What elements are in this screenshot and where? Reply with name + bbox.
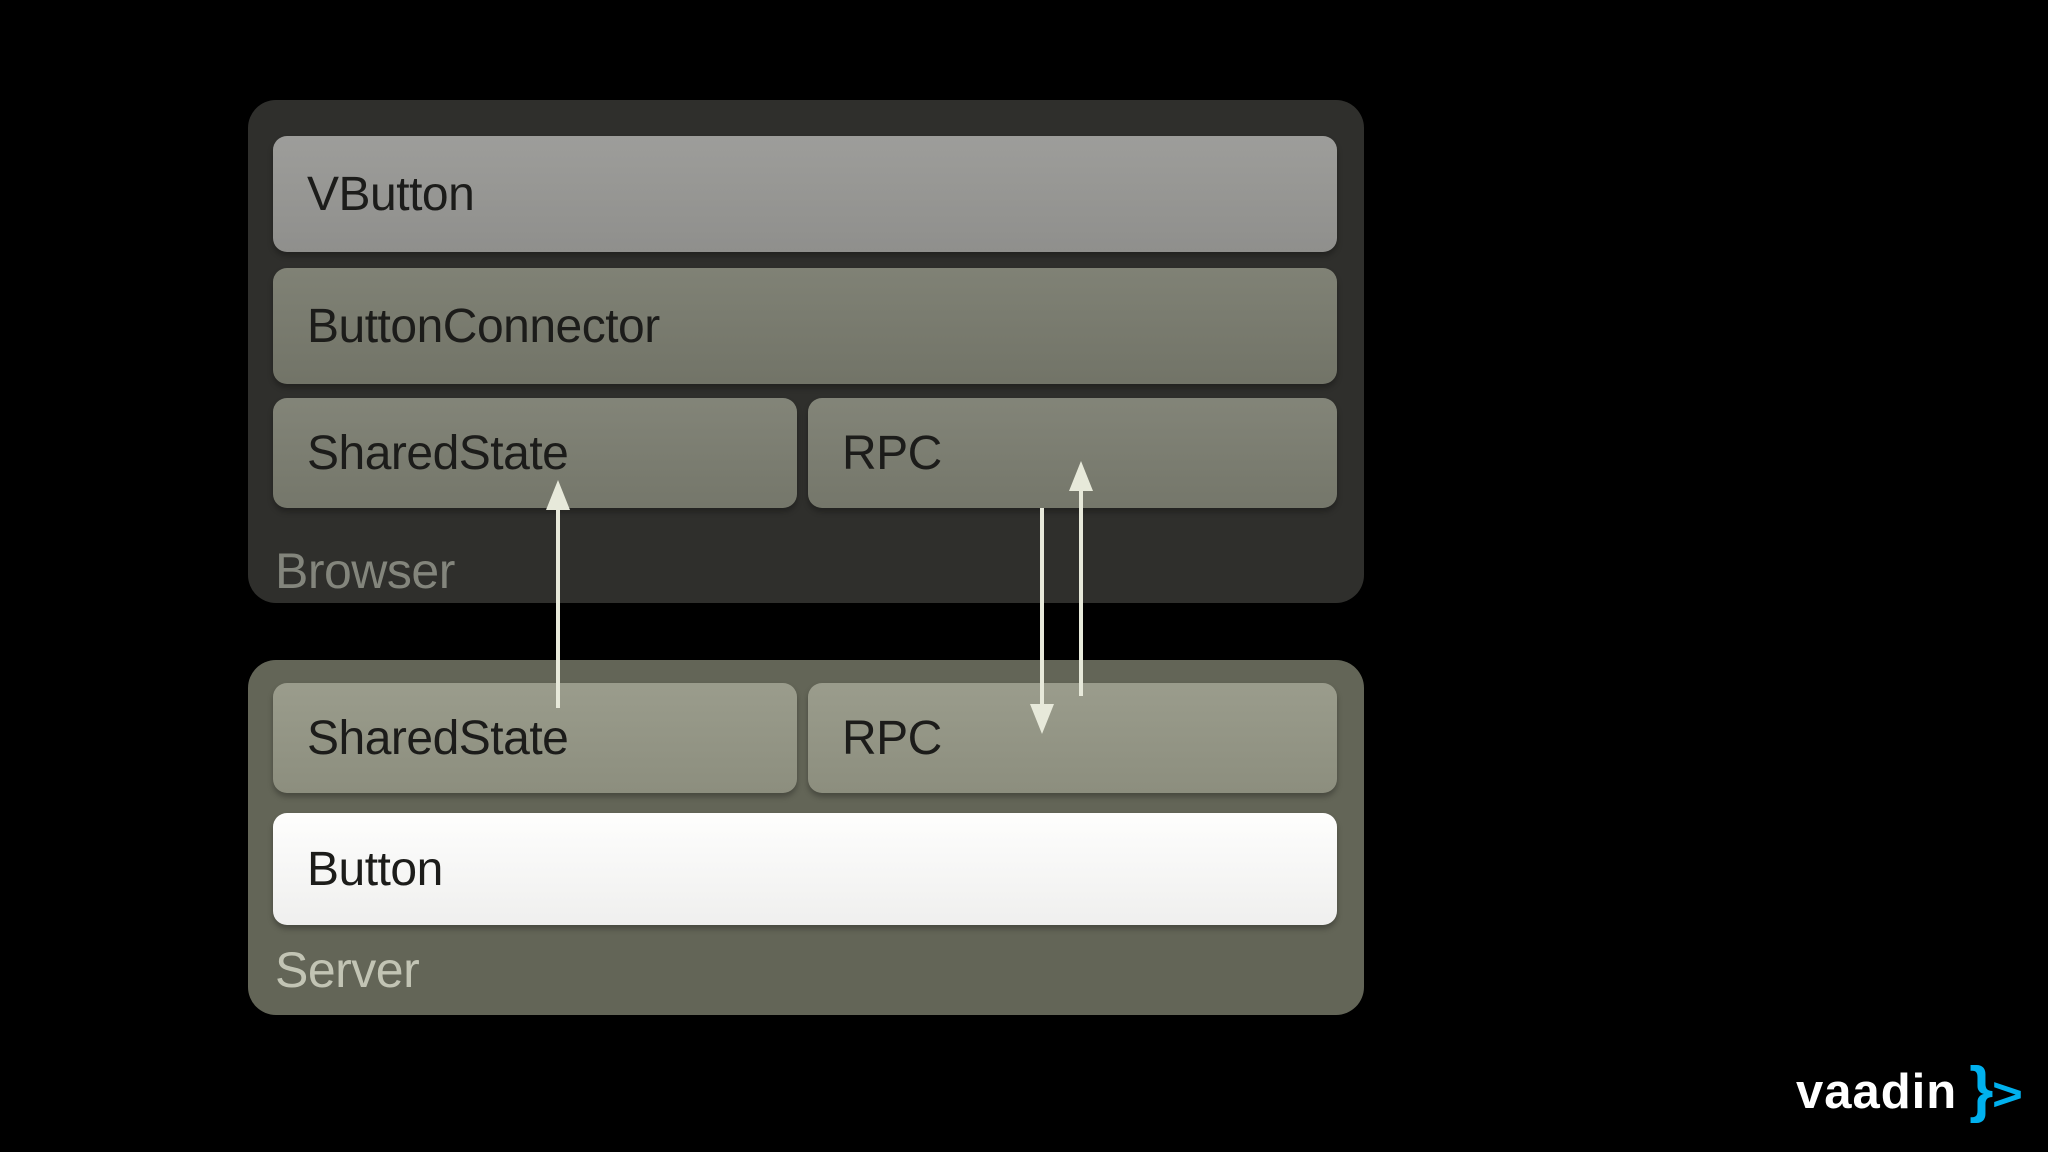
vaadin-chevron-glyph: > (1992, 1067, 2024, 1120)
browser-rpc-box: RPC (808, 398, 1337, 508)
browser-panel-label: Browser (275, 543, 455, 599)
vaadin-brace-glyph: } (1969, 1055, 1994, 1124)
vaadin-wordmark: vaadin (1796, 1064, 1958, 1119)
button-connector-label: ButtonConnector (307, 299, 660, 353)
vbutton-label: VButton (307, 167, 475, 221)
browser-shared-state-label: SharedState (307, 426, 569, 480)
vbutton-box: VButton (273, 136, 1337, 252)
browser-shared-state-box: SharedState (273, 398, 797, 508)
server-rpc-label: RPC (842, 711, 942, 765)
vaadin-logo: vaadin } > (1796, 1055, 2024, 1127)
server-shared-state-label: SharedState (307, 711, 569, 765)
server-rpc-box: RPC (808, 683, 1337, 793)
server-panel-label: Server (275, 942, 420, 998)
browser-panel: VButton ButtonConnector SharedState RPC … (248, 100, 1364, 603)
server-button-box: Button (273, 813, 1337, 925)
server-shared-state-box: SharedState (273, 683, 797, 793)
button-connector-box: ButtonConnector (273, 268, 1337, 384)
browser-rpc-label: RPC (842, 426, 942, 480)
server-button-label: Button (307, 842, 443, 896)
server-panel: SharedState RPC Button Server (248, 660, 1364, 1015)
